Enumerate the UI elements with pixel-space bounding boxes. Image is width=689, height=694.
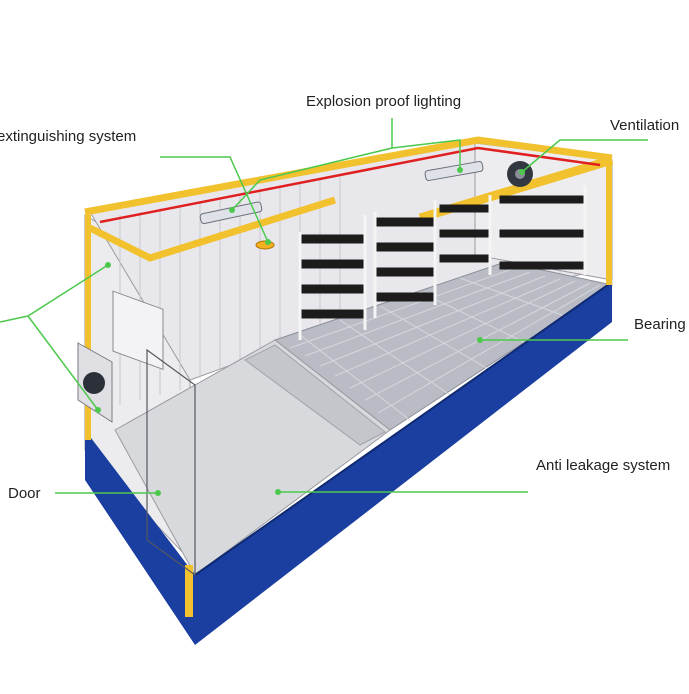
label-anti-leakage-system: Anti leakage system <box>536 457 671 474</box>
label-ventilation: Ventilation <box>610 117 680 134</box>
label-bearing: Bearing <box>634 316 686 333</box>
label-explosion-proof-lighting: Explosion proof lighting <box>306 93 462 110</box>
ac-unit <box>112 290 164 371</box>
floor-trench <box>244 344 386 446</box>
frame-top-front <box>88 196 337 262</box>
base-left <box>85 430 195 645</box>
fire-cabinet-fan <box>83 372 105 394</box>
door-frame-post <box>185 565 193 617</box>
door-panel <box>146 348 196 577</box>
shelving-posts <box>298 185 587 340</box>
callout-lines <box>0 118 648 494</box>
frame-top-back <box>84 136 613 216</box>
explosion-proof-light-right <box>424 161 484 181</box>
callout-dots <box>95 167 525 496</box>
label-door: Door <box>8 485 41 502</box>
base-edge <box>194 281 613 576</box>
label-fire-extinguishing-system: extinguishing system <box>0 128 137 145</box>
sprinkler-head <box>255 240 275 250</box>
fire-pipe <box>99 146 601 224</box>
shelving-racks <box>299 195 586 319</box>
base-front <box>195 282 612 645</box>
